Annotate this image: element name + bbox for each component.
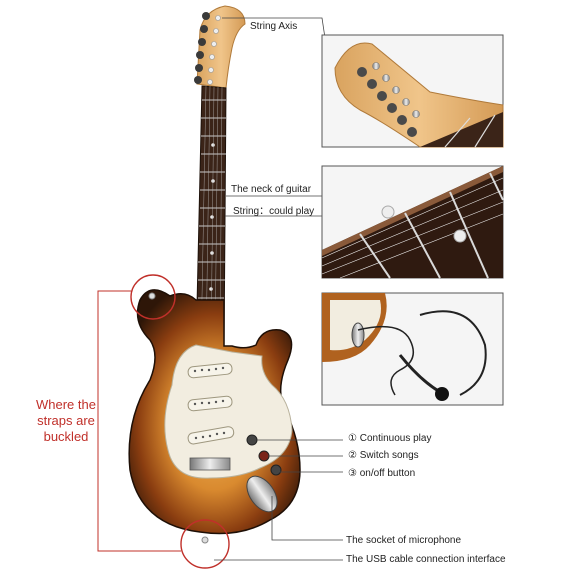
strap-highlights — [130, 274, 230, 569]
label-switch-songs: ② Switch songs — [348, 450, 419, 461]
strap-label-line: Where the — [36, 397, 96, 412]
inset-fretboard-closeup — [321, 165, 504, 279]
strap-label: Where the straps are buckled — [30, 397, 102, 445]
label-continuous-play: ① Continuous play — [348, 433, 432, 444]
inset-headstock-closeup — [321, 34, 504, 148]
label-string-axis: String Axis — [250, 21, 298, 32]
strap-label-line: buckled — [43, 429, 89, 444]
mic-socket-plate — [246, 475, 278, 513]
label-mic-socket: The socket of microphone — [346, 535, 462, 546]
label-onoff-button: ③ on/off button — [348, 468, 416, 479]
guitar-body — [128, 289, 301, 544]
label-usb-interface: The USB cable connection interface — [346, 554, 506, 565]
headstock — [194, 5, 246, 89]
bridge — [189, 457, 231, 471]
label-neck: The neck of guitar — [231, 184, 312, 195]
label-string: String：could play — [233, 206, 315, 217]
inset-microphone-closeup — [321, 292, 504, 406]
control-knobs — [246, 434, 282, 476]
strap-label-line: straps are — [37, 413, 95, 428]
